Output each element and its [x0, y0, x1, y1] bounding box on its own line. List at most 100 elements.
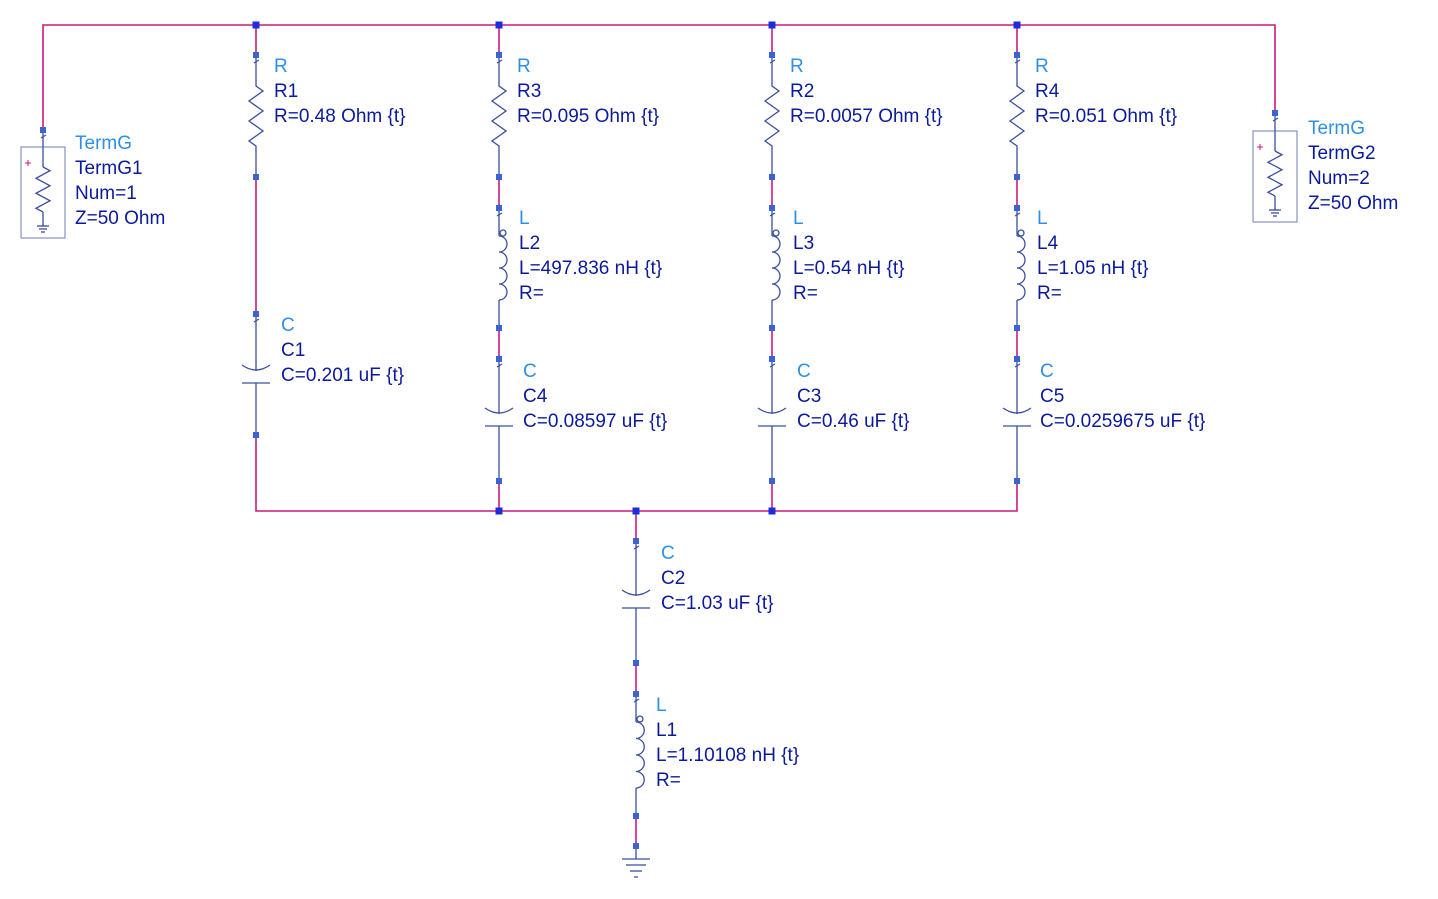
inductor-l2[interactable]	[496, 208, 508, 328]
label-c3-line3: C=0.46 uF {t}	[797, 411, 910, 432]
pin-node[interactable]	[496, 356, 502, 362]
pin-node[interactable]	[633, 538, 639, 544]
pin-node[interactable]	[1014, 52, 1020, 58]
pin-node[interactable]	[496, 325, 502, 331]
pin-node[interactable]	[40, 127, 46, 133]
top-bus-wire[interactable]	[42, 24, 1276, 130]
pin-node[interactable]	[496, 478, 502, 484]
label-r2-line1: R	[790, 56, 804, 77]
terminal-termg2[interactable]	[1252, 113, 1298, 223]
inductor-l3[interactable]	[769, 208, 781, 328]
label-r4-line2: R4	[1035, 81, 1060, 102]
pin-node[interactable]	[1014, 478, 1020, 484]
label-c4-line2: C4	[523, 386, 548, 407]
resistor-r4[interactable]	[1008, 55, 1026, 177]
label-l2-line3: L=497.836 nH {t}	[519, 258, 662, 279]
wires	[42, 21, 1276, 846]
label-l2-line1: L	[519, 208, 530, 229]
pin-node[interactable]	[1014, 205, 1020, 211]
label-c2-line1: C	[661, 543, 675, 564]
bottom-bus-wire[interactable]	[255, 435, 1018, 512]
pin-node[interactable]	[496, 174, 502, 180]
capacitor-c3[interactable]	[757, 359, 787, 481]
label-r2-line2: R2	[790, 81, 814, 102]
pin-node[interactable]	[633, 813, 639, 819]
capacitor-c4[interactable]	[484, 359, 514, 481]
label-r1-line3: R=0.48 Ohm {t}	[274, 106, 406, 127]
label-c1-line1: C	[281, 315, 295, 336]
label-l3-line4: R=	[793, 283, 818, 304]
label-r1-line2: R1	[274, 81, 298, 102]
label-termg2-line1: TermG	[1308, 118, 1365, 139]
resistor-r1[interactable]	[247, 55, 265, 177]
pin-node[interactable]	[769, 205, 775, 211]
pin-node[interactable]	[633, 660, 639, 666]
inductor-l1[interactable]	[633, 694, 645, 816]
label-c1-line2: C1	[281, 340, 305, 361]
pin-node[interactable]	[769, 174, 775, 180]
label-termg2-line2: TermG2	[1308, 143, 1376, 164]
pin-node[interactable]	[253, 52, 259, 58]
pin-node[interactable]	[253, 311, 259, 317]
resistor-r2[interactable]	[763, 55, 781, 177]
label-l3-line1: L	[793, 208, 804, 229]
pin-node[interactable]	[633, 843, 639, 849]
label-l3-line2: L3	[793, 233, 814, 254]
pin-node[interactable]	[253, 432, 259, 438]
resistor-r3[interactable]	[490, 55, 508, 177]
pin-node[interactable]	[769, 356, 775, 362]
pin-node[interactable]	[1014, 174, 1020, 180]
label-l1-line4: R=	[656, 770, 681, 791]
label-l1-line3: L=1.10108 nH {t}	[656, 745, 799, 766]
label-r3-line1: R	[517, 56, 531, 77]
pin-node[interactable]	[769, 478, 775, 484]
pin-node[interactable]	[769, 325, 775, 331]
terminal-termg1[interactable]	[20, 130, 66, 239]
capacitor-c1[interactable]	[241, 314, 271, 435]
junction-node	[768, 507, 776, 515]
parts	[20, 52, 1298, 878]
pin-node[interactable]	[633, 691, 639, 697]
label-termg1-line1: TermG	[75, 133, 132, 154]
capacitor-c5[interactable]	[1002, 359, 1032, 481]
pin-node[interactable]	[496, 205, 502, 211]
label-c3-line2: C3	[797, 386, 821, 407]
pin-node[interactable]	[769, 52, 775, 58]
label-c5-line3: C=0.0259675 uF {t}	[1040, 411, 1205, 432]
label-termg2-line3: Num=2	[1308, 168, 1370, 189]
label-r3-line3: R=0.095 Ohm {t}	[517, 106, 659, 127]
label-l2-line4: R=	[519, 283, 544, 304]
pin-node[interactable]	[1014, 356, 1020, 362]
label-termg1-line4: Z=50 Ohm	[75, 208, 165, 229]
label-l4-line1: L	[1037, 208, 1048, 229]
label-termg2-line4: Z=50 Ohm	[1308, 193, 1398, 214]
junction-node	[768, 21, 776, 29]
ground-symbol	[622, 846, 650, 878]
pin-node[interactable]	[496, 52, 502, 58]
label-r2-line3: R=0.0057 Ohm {t}	[790, 106, 943, 127]
junction-node	[252, 21, 260, 29]
label-l4-line2: L4	[1037, 233, 1059, 254]
label-c4-line3: C=0.08597 uF {t}	[523, 411, 667, 432]
label-l3-line3: L=0.54 nH {t}	[793, 258, 904, 279]
pin-node[interactable]	[1014, 325, 1020, 331]
inductor-l4[interactable]	[1014, 208, 1026, 328]
label-r3-line2: R3	[517, 81, 541, 102]
pin-node[interactable]	[253, 174, 259, 180]
label-l2-line2: L2	[519, 233, 540, 254]
label-l4-line3: L=1.05 nH {t}	[1037, 258, 1148, 279]
capacitor-c2[interactable]	[621, 541, 651, 663]
label-l4-line4: R=	[1037, 283, 1062, 304]
pin-node[interactable]	[1272, 110, 1278, 116]
